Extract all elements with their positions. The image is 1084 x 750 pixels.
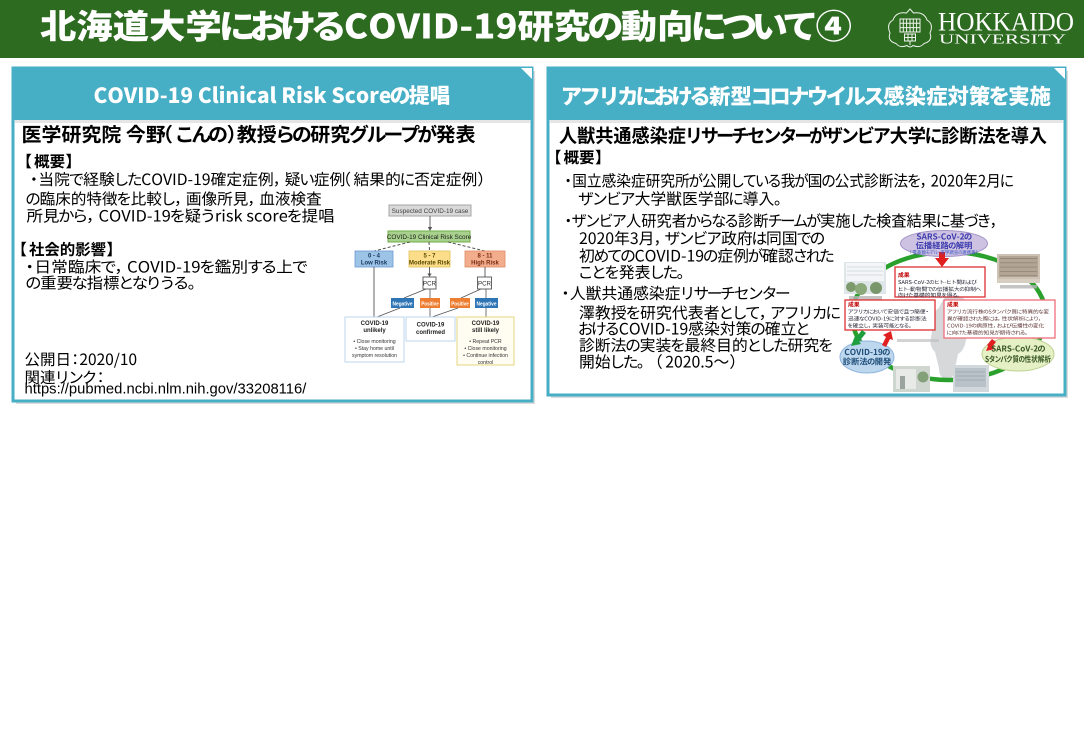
svg-text:Suspected COVID-19 case: Suspected COVID-19 case xyxy=(392,208,469,215)
svg-text:HOKKAIDO: HOKKAIDO xyxy=(938,8,1074,37)
svg-text:High Risk: High Risk xyxy=(471,261,499,267)
svg-text:symptom resolution: symptom resolution xyxy=(352,353,397,359)
svg-text:• Continue infection: • Continue infection xyxy=(463,353,508,359)
svg-text:control: control xyxy=(478,360,494,366)
svg-text:confirmed: confirmed xyxy=(416,330,445,336)
svg-text:Positive: Positive xyxy=(421,301,439,307)
svg-text:• Stay home until: • Stay home until xyxy=(355,346,394,352)
svg-text:Low Risk: Low Risk xyxy=(361,261,388,267)
svg-text:still likely: still likely xyxy=(472,328,500,334)
svg-text:0 - 4: 0 - 4 xyxy=(368,254,381,260)
svg-text:Moderate Risk: Moderate Risk xyxy=(409,261,451,267)
svg-text:COVID-19 Clinical Risk Score: COVID-19 Clinical Risk Score xyxy=(387,234,472,241)
svg-text:PCR: PCR xyxy=(478,281,492,288)
svg-text:• Close monitoring: • Close monitoring xyxy=(464,346,506,352)
svg-text:COVID-19: COVID-19 xyxy=(472,321,500,327)
svg-text:Negative: Negative xyxy=(393,301,413,307)
svg-text:• Close monitoring: • Close monitoring xyxy=(353,339,395,345)
svg-text:8 - 11: 8 - 11 xyxy=(477,254,493,260)
svg-text:UNIVERSITY: UNIVERSITY xyxy=(939,32,1066,47)
svg-text:Positive: Positive xyxy=(451,301,469,307)
svg-text:• Repeat PCR: • Repeat PCR xyxy=(469,339,502,345)
svg-text:5 - 7: 5 - 7 xyxy=(423,254,436,260)
svg-text:Negative: Negative xyxy=(477,301,497,307)
svg-text:https://pubmed.ncbi.nlm.nih.go: https://pubmed.ncbi.nlm.nih.gov/33208116… xyxy=(25,382,308,398)
svg-text:PCR: PCR xyxy=(423,281,437,288)
svg-text:COVID-19: COVID-19 xyxy=(417,323,445,329)
svg-text:COVID-19: COVID-19 xyxy=(361,321,389,327)
svg-text:unlikely: unlikely xyxy=(363,328,386,334)
